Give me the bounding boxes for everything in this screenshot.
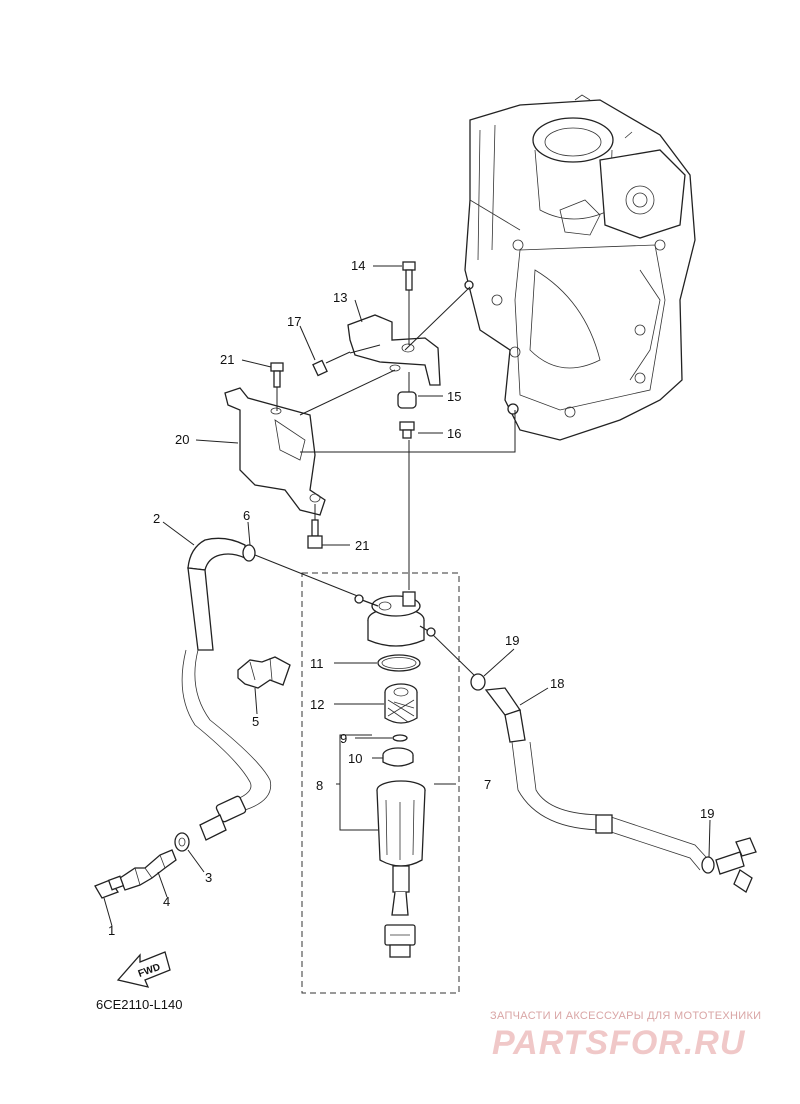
tee-fitting (715, 837, 757, 893)
callout-8: 8 (316, 778, 323, 793)
callout-labels: 1 2 3 4 5 6 7 8 9 10 11 12 13 14 15 16 1… (108, 258, 714, 938)
filter-assembly-box (301, 572, 460, 994)
callout-3: 3 (205, 870, 212, 885)
callout-20: 20 (175, 432, 189, 447)
callout-11: 11 (310, 656, 324, 671)
bracket-8 (339, 734, 378, 831)
diagram-code: 6CE2110-L140 (96, 997, 183, 1012)
callout-5: 5 (252, 714, 259, 729)
callout-16: 16 (447, 426, 461, 441)
bolt-14 (402, 261, 416, 291)
ring-9 (392, 734, 408, 742)
callout-15: 15 (447, 389, 461, 404)
callout-4: 4 (163, 894, 170, 909)
callout-13: 13 (333, 290, 347, 305)
callout-21-upper: 21 (220, 352, 234, 367)
callout-1: 1 (108, 923, 115, 938)
grommet-15 (397, 391, 417, 409)
callout-9: 9 (340, 731, 347, 746)
bracket-13 (347, 314, 441, 386)
bolt-21-upper (270, 362, 284, 388)
callout-21-lower: 21 (355, 538, 369, 553)
plug-1 (94, 875, 125, 899)
watermark-caption: ЗАПЧАСТИ И АКСЕССУАРЫ ДЛЯ МОТОТЕХНИКИ (490, 1010, 762, 1022)
assembly-lines (254, 286, 516, 677)
callout-6: 6 (243, 508, 250, 523)
callout-12: 12 (310, 697, 324, 712)
callout-18: 18 (550, 676, 564, 691)
holder-5 (237, 656, 291, 689)
o-ring-11 (377, 654, 421, 672)
clip-6 (242, 544, 256, 562)
float-10 (382, 747, 414, 767)
callout-10: 10 (348, 751, 362, 766)
hose-18 (484, 687, 707, 871)
filter-cup-8 (376, 780, 426, 958)
filter-element-12 (384, 683, 418, 724)
fwd-arrow-icon: FWD (116, 951, 171, 988)
callout-19-lower: 19 (700, 806, 714, 821)
engine-block (464, 94, 696, 441)
bolt-17 (312, 351, 351, 377)
callout-7: 7 (484, 777, 491, 792)
callout-2: 2 (153, 511, 160, 526)
hose-2 (181, 537, 272, 841)
callout-19-upper: 19 (505, 633, 519, 648)
fitting-4 (119, 849, 177, 891)
clip-19-upper (470, 673, 486, 691)
bolt-21-lower (307, 519, 323, 549)
leader-lines (103, 265, 711, 927)
bracket-20 (224, 387, 326, 516)
filter-head (354, 591, 436, 647)
clip-3 (174, 832, 190, 852)
watermark-brand: PARTSFOR.RU (492, 1024, 746, 1062)
clip-19-lower (701, 856, 715, 874)
collar-16 (399, 421, 415, 439)
callout-17: 17 (287, 314, 301, 329)
callout-14: 14 (351, 258, 365, 273)
